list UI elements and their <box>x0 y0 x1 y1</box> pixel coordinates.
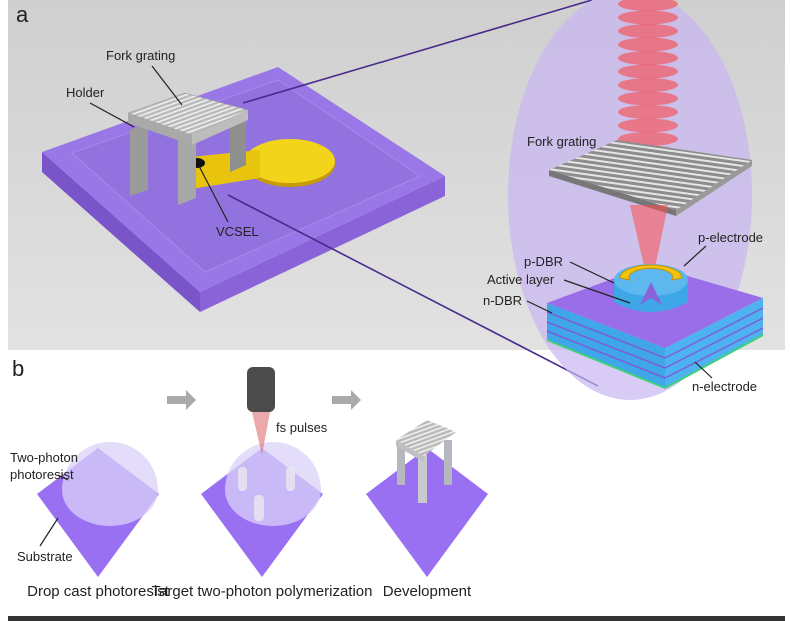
holder-structure <box>127 92 249 205</box>
beam-lobe <box>618 37 678 52</box>
zoom-line-bottom <box>227 194 599 387</box>
panel-a-label: a <box>16 2 29 27</box>
focused-beam <box>630 205 668 292</box>
beam-lobe <box>618 118 678 133</box>
beam-lobe <box>618 105 678 119</box>
beam-lobe <box>618 10 678 25</box>
arrow-icon <box>332 390 361 410</box>
beam-lobe <box>618 78 678 92</box>
label-n-dbr: n-DBR <box>483 293 522 308</box>
label-photoresist-1: Two-photon <box>10 450 78 465</box>
step-polymerization <box>201 367 323 577</box>
label-p-electrode: p-electrode <box>698 230 763 245</box>
beam-lobe <box>618 24 678 38</box>
caption-step-2: Target two-photon polymerization <box>152 583 373 600</box>
caption-step-1: Drop cast photoresist <box>27 583 170 600</box>
label-fork-grating-zoom: Fork grating <box>527 134 596 149</box>
arrow-icon <box>167 390 196 410</box>
fork-grating-plate <box>549 140 752 216</box>
label-substrate: Substrate <box>17 549 73 564</box>
beam-lobe <box>618 0 678 11</box>
label-active-layer: Active layer <box>487 272 555 287</box>
label-vcsel: VCSEL <box>216 224 259 239</box>
step-development <box>366 420 488 577</box>
label-fork-grating: Fork grating <box>106 48 175 63</box>
vcsel-chip <box>546 264 764 389</box>
label-fs-pulses: fs pulses <box>276 420 328 435</box>
beam-lobe <box>618 64 678 79</box>
objective-lens <box>247 367 275 412</box>
label-photoresist-2: photoresist <box>10 467 74 482</box>
bottom-strip <box>8 616 785 621</box>
beam-lobe <box>618 51 678 65</box>
panel-b-label: b <box>12 356 24 381</box>
label-holder: Holder <box>66 85 105 100</box>
beam-lobe <box>618 91 678 106</box>
label-n-electrode: n-electrode <box>692 379 757 394</box>
zoom-line-top <box>242 0 593 104</box>
label-p-dbr: p-DBR <box>524 254 563 269</box>
caption-step-3: Development <box>383 583 472 600</box>
